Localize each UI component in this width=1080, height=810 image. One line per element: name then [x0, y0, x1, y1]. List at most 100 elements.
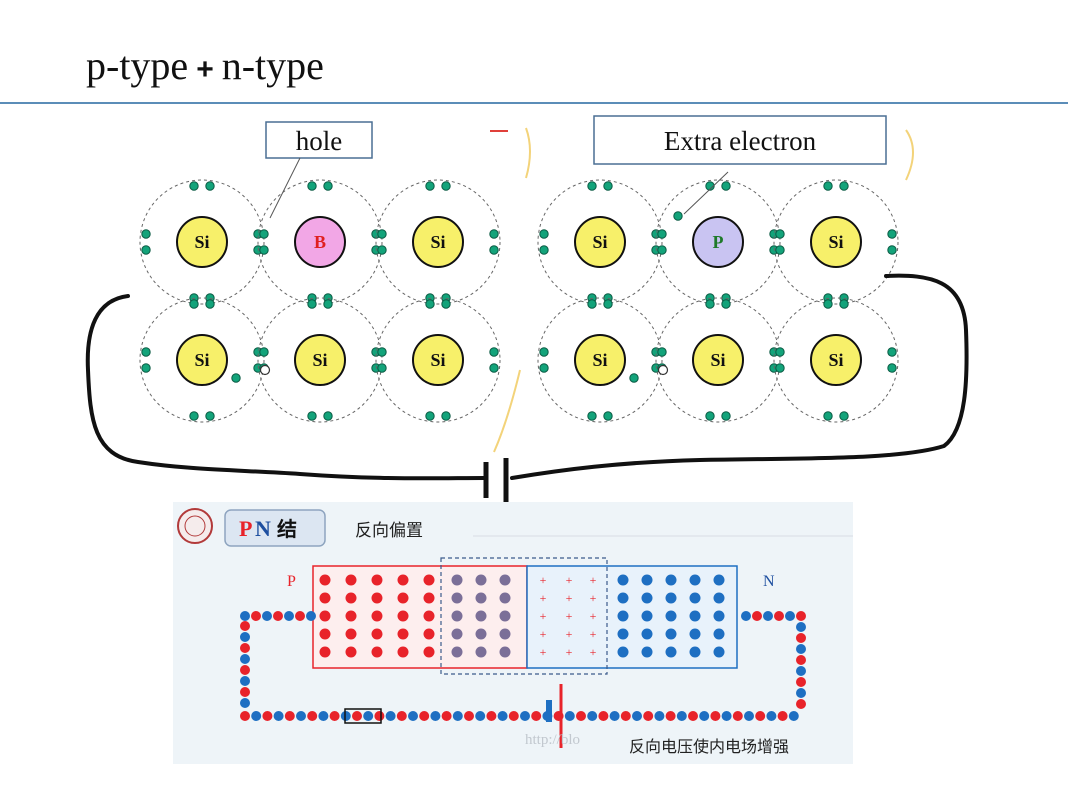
title-underline — [0, 102, 1068, 104]
circuit-carrier — [374, 711, 385, 721]
valence-electron — [587, 181, 597, 191]
valence-electron — [839, 411, 849, 421]
circuit-carrier — [508, 711, 519, 721]
circuit-carrier — [318, 711, 329, 721]
valence-electron — [705, 181, 715, 191]
circuit-carrier — [452, 711, 463, 721]
acceptor-ion — [499, 574, 511, 586]
circuit-carrier — [486, 711, 497, 721]
valence-electron — [425, 299, 435, 309]
hole-marker — [657, 364, 669, 376]
circuit-carrier — [676, 711, 687, 721]
donor-ion: + — [566, 627, 573, 641]
valence-electron — [539, 347, 549, 357]
silicon-atom — [810, 334, 862, 386]
electron-carrier — [713, 610, 725, 622]
valence-electron — [441, 411, 451, 421]
yellow-scribble — [525, 127, 531, 179]
circuit-carrier — [598, 711, 609, 721]
hole-callout-box — [265, 121, 373, 159]
inset-resistor — [344, 708, 382, 724]
acceptor-ion — [451, 646, 463, 658]
acceptor-ion — [475, 628, 487, 640]
valence-electron — [539, 363, 549, 373]
circuit-carrier — [251, 711, 262, 721]
circuit-carrier — [587, 711, 598, 721]
donor-ion: + — [590, 627, 597, 641]
n-region-label: N — [763, 573, 775, 590]
electron-carrier — [713, 592, 725, 604]
circuit-carrier — [396, 711, 407, 721]
valence-electron — [489, 347, 499, 357]
circuit-carrier — [721, 711, 732, 721]
valence-electron — [189, 411, 199, 421]
circuit-carrier — [441, 711, 452, 721]
hole-callout-label: hole — [296, 126, 343, 156]
circuit-carrier — [251, 611, 261, 621]
circuit-carrier — [262, 711, 273, 721]
valence-electron — [839, 299, 849, 309]
silicon-atom — [294, 334, 346, 386]
circuit-carrier — [620, 711, 631, 721]
valence-electron — [721, 411, 731, 421]
watermark-text: http://blo — [525, 732, 580, 748]
circuit-wire-left — [85, 294, 486, 481]
electron-carrier — [641, 574, 653, 586]
extra-electron-callout-label: Extra electron — [664, 126, 817, 156]
circuit-carrier — [497, 711, 508, 721]
circuit-carrier — [744, 711, 754, 721]
circuit-carrier — [632, 711, 642, 721]
silicon-atom — [412, 334, 464, 386]
circuit-carrier — [240, 698, 250, 708]
donor-ion: + — [566, 591, 573, 605]
circuit-carrier — [475, 711, 486, 721]
electron-carrier — [641, 646, 653, 658]
valence-electron — [823, 181, 833, 191]
valence-electron — [775, 363, 785, 373]
valence-electron — [705, 299, 715, 309]
atom-symbol: Si — [430, 232, 445, 252]
valence-electron — [425, 411, 435, 421]
circuit-carrier — [576, 711, 586, 721]
donor-ion: + — [590, 609, 597, 623]
hole-carrier — [345, 574, 357, 586]
electron-carrier — [689, 592, 701, 604]
donor-ion: + — [590, 573, 597, 587]
donor-ion: + — [566, 573, 573, 587]
dopant-atom — [294, 216, 346, 268]
valence-electron — [539, 245, 549, 255]
acceptor-ion — [475, 574, 487, 586]
circuit-carrier — [240, 676, 250, 686]
circuit-carrier — [295, 611, 305, 621]
acceptor-ion — [451, 574, 463, 586]
circuit-carrier — [796, 622, 806, 632]
bond-orbital — [773, 179, 899, 305]
yellow-scribble — [905, 129, 914, 181]
hole-callout-pointer — [269, 157, 301, 219]
valence-electron — [489, 363, 499, 373]
electron-carrier — [665, 574, 677, 586]
p-region-label: P — [287, 573, 296, 590]
hole-carrier — [397, 574, 409, 586]
hole-marker — [259, 364, 271, 376]
silicon-atom — [412, 216, 464, 268]
circuit-carrier — [788, 711, 799, 721]
yellow-scribble — [493, 369, 521, 453]
valence-electron — [231, 373, 241, 383]
atom-symbol: Si — [710, 350, 725, 370]
hole-carrier — [423, 610, 435, 622]
circuit-carrier — [741, 611, 751, 621]
donor-ion: + — [540, 645, 547, 659]
valence-electron — [307, 299, 317, 309]
acceptor-ion — [475, 610, 487, 622]
circuit-carrier — [340, 711, 351, 721]
university-seal-icon-inner — [184, 515, 206, 537]
valence-electron — [775, 245, 785, 255]
circuit-carrier — [363, 711, 374, 721]
valence-electron — [259, 229, 269, 239]
valence-electron — [823, 299, 833, 309]
hole-carrier — [371, 610, 383, 622]
hole-carrier — [397, 646, 409, 658]
circuit-carrier — [296, 711, 306, 721]
valence-electron — [323, 411, 333, 421]
